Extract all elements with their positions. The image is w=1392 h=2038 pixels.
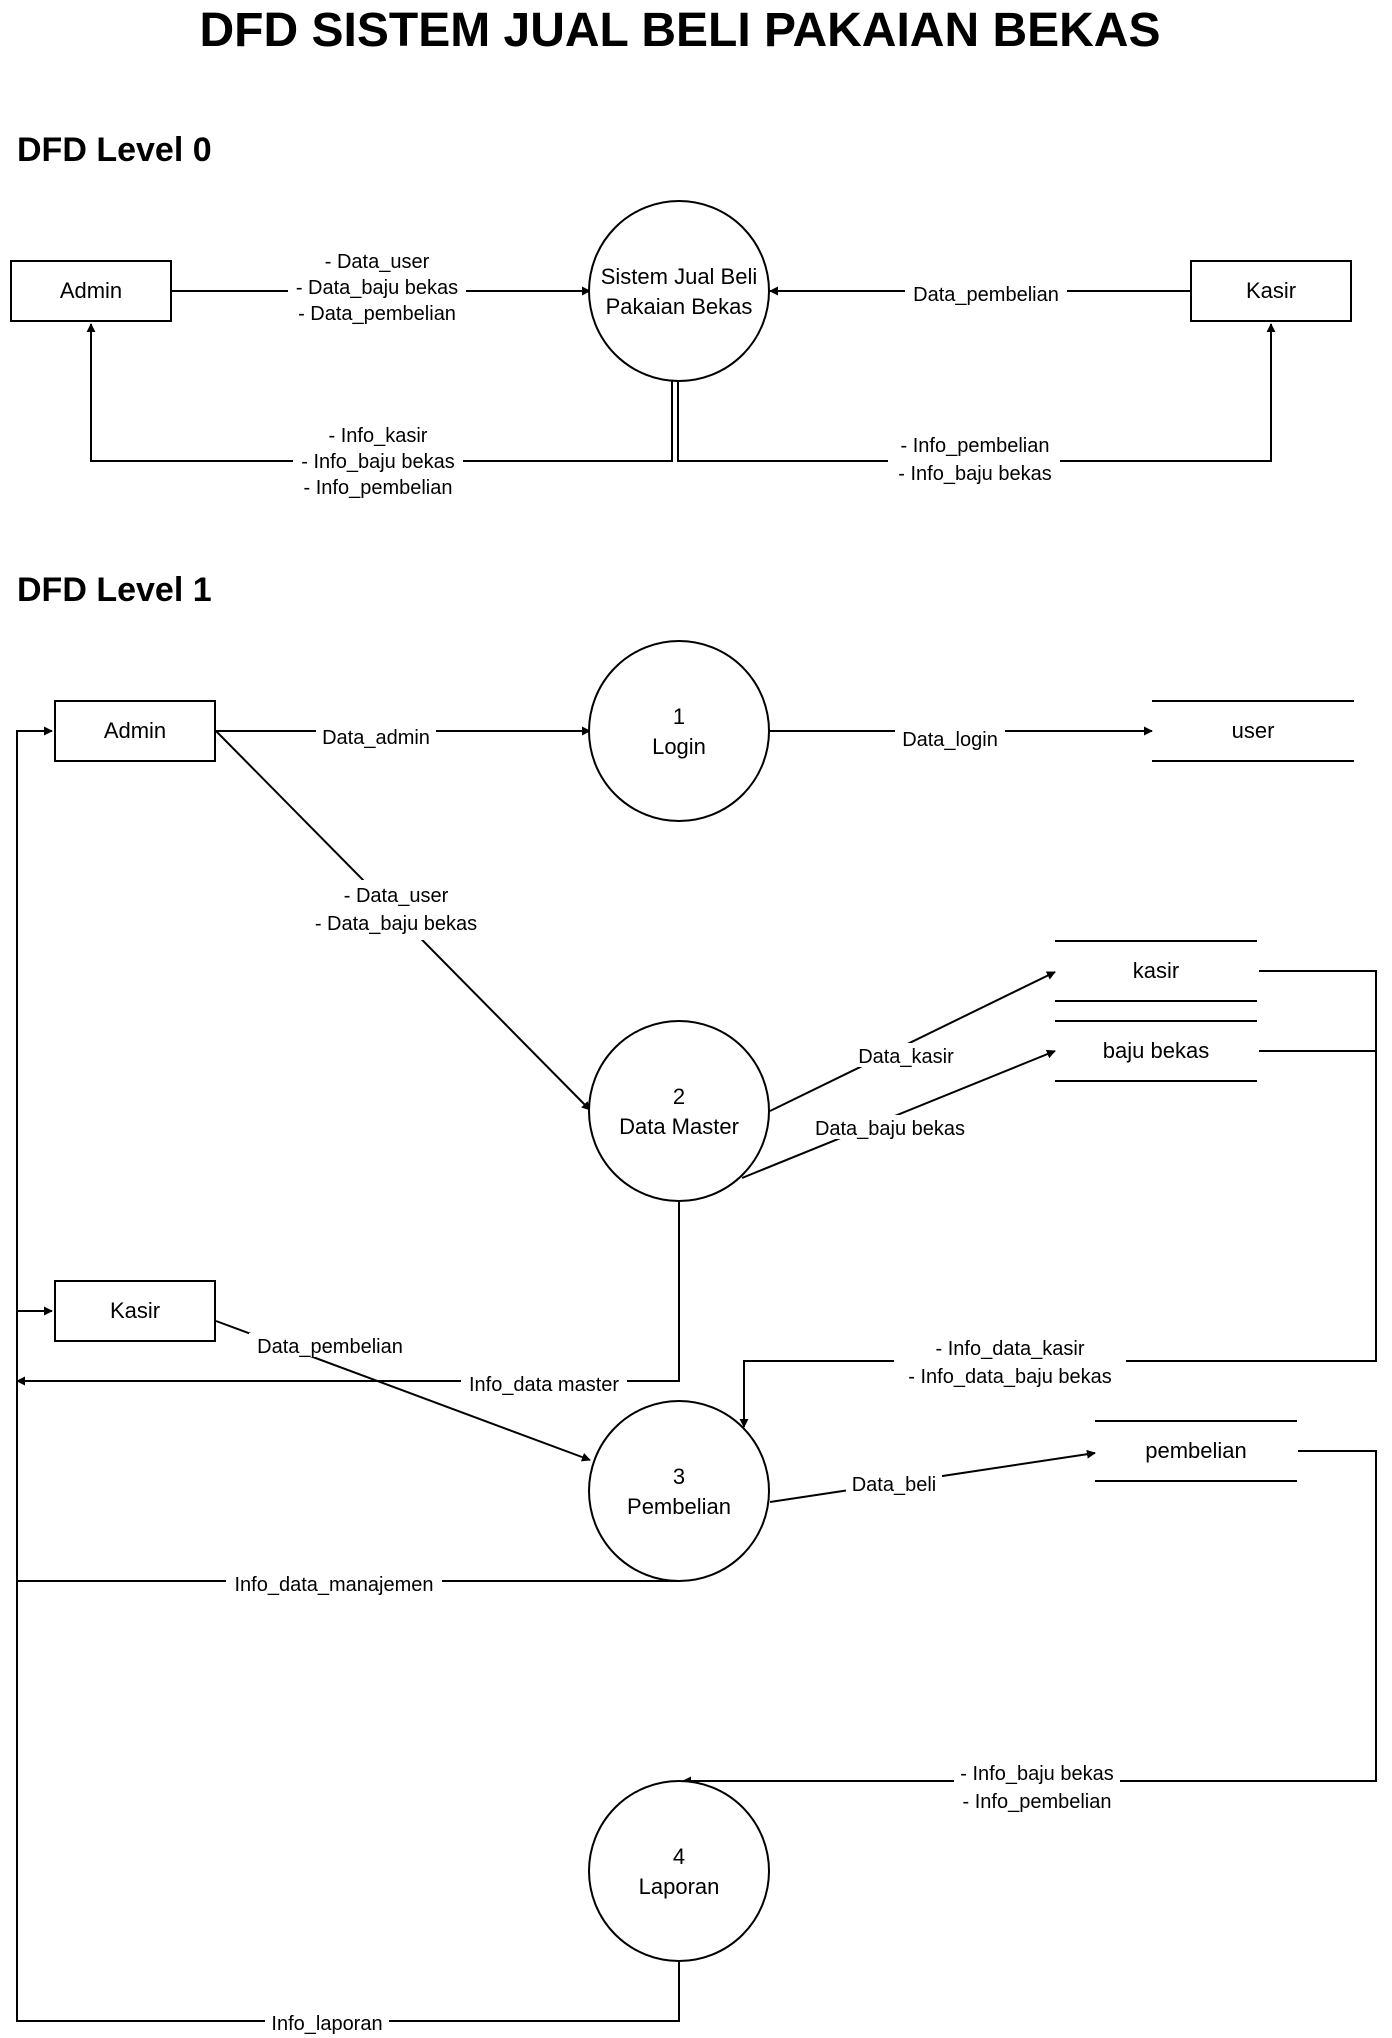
flow-label-line: Info_data_manajemen [234, 1574, 433, 1596]
l1-label-data-kasir: Data_kasir [851, 1043, 961, 1068]
l0-process-label-1: Sistem Jual Beli [601, 264, 758, 289]
l0-label-admin-to-system: - Data_user - Data_baju bekas - Data_pem… [288, 251, 466, 325]
l1-process-pembelian-label: Pembelian [627, 1494, 731, 1519]
l0-label-kasir-to-system: Data_pembelian [905, 281, 1067, 306]
l1-label-data-beli: Data_beli [846, 1471, 942, 1496]
l1-entity-admin [54, 700, 216, 762]
l1-process-data-master-label: Data Master [619, 1114, 739, 1139]
flow-label-line: - Info_pembelian [901, 435, 1050, 457]
flow-label-line: Data_kasir [858, 1046, 954, 1068]
l1-process-pembelian-number: 3 [673, 1464, 685, 1489]
flow-label-line: - Data_baju bekas [315, 913, 477, 935]
flow-label-line: - Data_user [325, 251, 430, 273]
l1-entity-admin-label: Admin [104, 718, 166, 743]
flow-label-line: Data_pembelian [257, 1336, 403, 1358]
l1-process-laporan-label: Laporan [639, 1874, 720, 1899]
l1-label-admin-to-master: - Data_user - Data_baju bekas [301, 880, 491, 940]
l1-store-user-label: user [1232, 718, 1275, 743]
level1-heading: DFD Level 1 [17, 571, 212, 609]
flow-label-line: Data_login [902, 729, 998, 751]
l1-label-info-data-master: Info_data master [461, 1371, 627, 1396]
l1-flow-stores-to-pembelian [739, 970, 1377, 1428]
l1-process-data-master [588, 1020, 770, 1202]
flow-label-line: - Info_data_baju bekas [908, 1366, 1112, 1388]
l1-store-user: user [1152, 700, 1354, 762]
l1-label-info-data-manajemen: Info_data_manajemen [226, 1571, 442, 1596]
l1-entity-kasir [54, 1280, 216, 1342]
flow-label-line: Info_laporan [271, 2013, 382, 2035]
l1-label-info-laporan: Info_laporan [265, 2010, 389, 2035]
flow-label-line: - Info_baju bekas [898, 463, 1051, 485]
l1-store-kasir-label: kasir [1133, 958, 1179, 983]
l1-process-login-label: Login [652, 734, 706, 759]
l1-process-data-master-number: 2 [673, 1084, 685, 1109]
flow-label-line: - Data_pembelian [298, 303, 456, 325]
flow-label-line: Data_pembelian [913, 284, 1059, 306]
diagram-title: DFD SISTEM JUAL BELI PAKAIAN BEKAS [200, 4, 1161, 57]
l1-process-laporan-number: 4 [673, 1844, 685, 1869]
flow-label-line: - Info_baju bekas [960, 1763, 1113, 1785]
l1-process-pembelian [588, 1400, 770, 1582]
l1-label-data-pembelian: Data_pembelian [249, 1333, 411, 1358]
l1-process-login [588, 640, 770, 822]
l0-label-system-to-kasir: - Info_pembelian - Info_baju bekas [888, 435, 1060, 491]
l1-label-data-login: Data_login [895, 726, 1005, 751]
l1-label-data-admin: Data_admin [316, 724, 436, 749]
flow-label-line: - Info_pembelian [304, 477, 453, 499]
l1-process-laporan [588, 1780, 770, 1962]
l1-store-kasir: kasir [1055, 940, 1257, 1002]
flow-label-line: Data_admin [322, 727, 430, 749]
flow-label-line: - Data_user [344, 885, 449, 907]
l0-entity-kasir [1190, 260, 1352, 322]
level0-diagram: Admin Kasir Sistem Jual Beli Pakaian Bek… [10, 200, 1352, 499]
flow-label-line: - Data_baju bekas [296, 277, 458, 299]
flow-label-line: - Info_data_kasir [936, 1338, 1085, 1360]
level1-diagram: Admin Kasir 1 Login 2 Data Master 3 Pemb… [16, 640, 1377, 2035]
l1-store-pembelian: pembelian [1095, 1420, 1297, 1482]
flow-label-line: - Info_pembelian [963, 1791, 1112, 1813]
flow-label-line: Data_beli [852, 1474, 937, 1496]
l1-store-baju-bekas: baju bekas [1055, 1020, 1257, 1082]
l1-store-pembelian-label: pembelian [1145, 1438, 1247, 1463]
l0-entity-kasir-label: Kasir [1246, 278, 1296, 303]
l1-flow-data-baju-bekas [741, 1049, 1056, 1179]
flow-label-line: - Info_baju bekas [301, 451, 454, 473]
l1-entity-kasir-label: Kasir [110, 1298, 160, 1323]
l1-label-stores-to-pembelian: - Info_data_kasir - Info_data_baju bekas [894, 1338, 1126, 1388]
l0-process-label-2: Pakaian Bekas [606, 294, 753, 319]
flow-label-line: Info_data master [469, 1374, 619, 1396]
l1-flow-store-to-laporan [682, 1450, 1377, 1786]
l1-store-baju-bekas-label: baju bekas [1103, 1038, 1209, 1063]
l1-label-data-baju-bekas: Data_baju bekas [807, 1115, 973, 1140]
level0-heading: DFD Level 0 [17, 131, 212, 169]
l1-label-store-to-laporan: - Info_baju bekas - Info_pembelian [954, 1763, 1120, 1818]
l0-entity-admin [10, 260, 172, 322]
l0-process-system [588, 200, 770, 382]
l0-label-system-to-admin: - Info_kasir - Info_baju bekas - Info_pe… [293, 425, 463, 499]
flow-label-line: - Info_kasir [329, 425, 428, 447]
flow-label-line: Data_baju bekas [815, 1118, 965, 1140]
l1-process-login-number: 1 [673, 704, 685, 729]
l1-flow-info-laporan-to-admin [16, 726, 680, 2022]
l0-entity-admin-label: Admin [60, 278, 122, 303]
l1-flow-data-kasir [769, 971, 1056, 1112]
l1-flow-info-data-master [16, 1201, 680, 1386]
